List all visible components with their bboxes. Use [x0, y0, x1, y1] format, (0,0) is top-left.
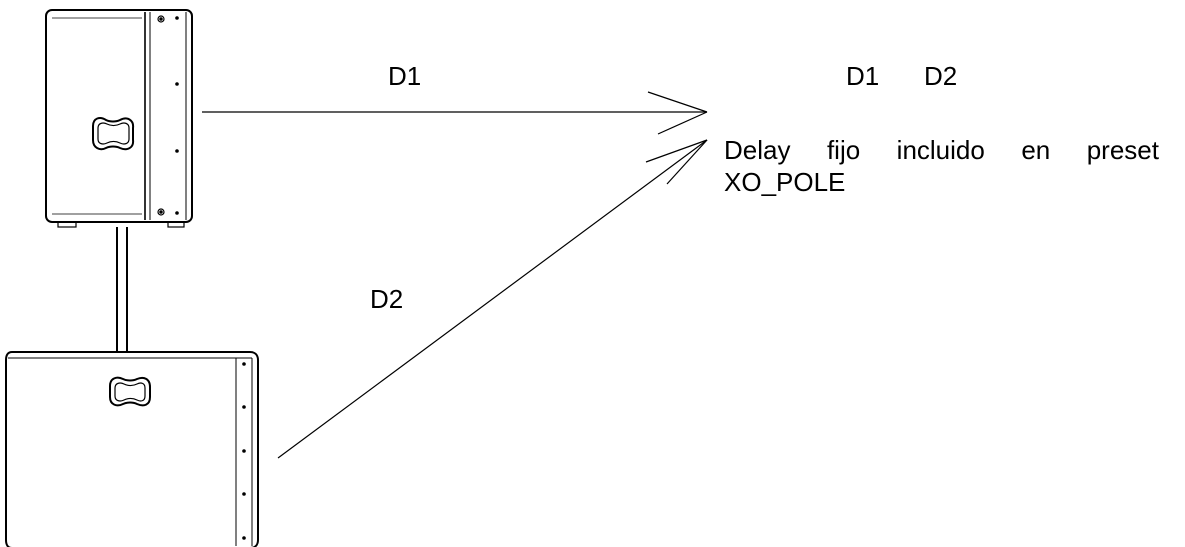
note-word: en [1021, 135, 1051, 165]
label-d2-result: D2 [924, 61, 958, 91]
label-d2-path: D2 [370, 284, 404, 314]
subwoofer-cabinet [5, 351, 259, 547]
label-d1-result: D1 [846, 61, 880, 91]
d1-path-arrow [202, 91, 708, 135]
speaker-pole [116, 227, 128, 352]
note-word: fijo [826, 135, 861, 165]
note-word: preset [1086, 135, 1159, 165]
delay-note-line1: Delay fijo incluido en preset [724, 134, 1159, 166]
label-d1-path: D1 [388, 61, 422, 91]
top-speaker-handle-icon [92, 117, 135, 151]
note-word: incluido [896, 135, 985, 165]
delay-note-line2: XO_POLE [724, 167, 846, 197]
note-word: Delay [724, 135, 791, 165]
subwoofer-handle-icon [109, 376, 151, 407]
top-speaker-cabinet [45, 9, 193, 228]
delay-note: Delay fijo incluido en preset XO_POLE [724, 134, 1159, 198]
d2-path-arrow [277, 139, 708, 459]
